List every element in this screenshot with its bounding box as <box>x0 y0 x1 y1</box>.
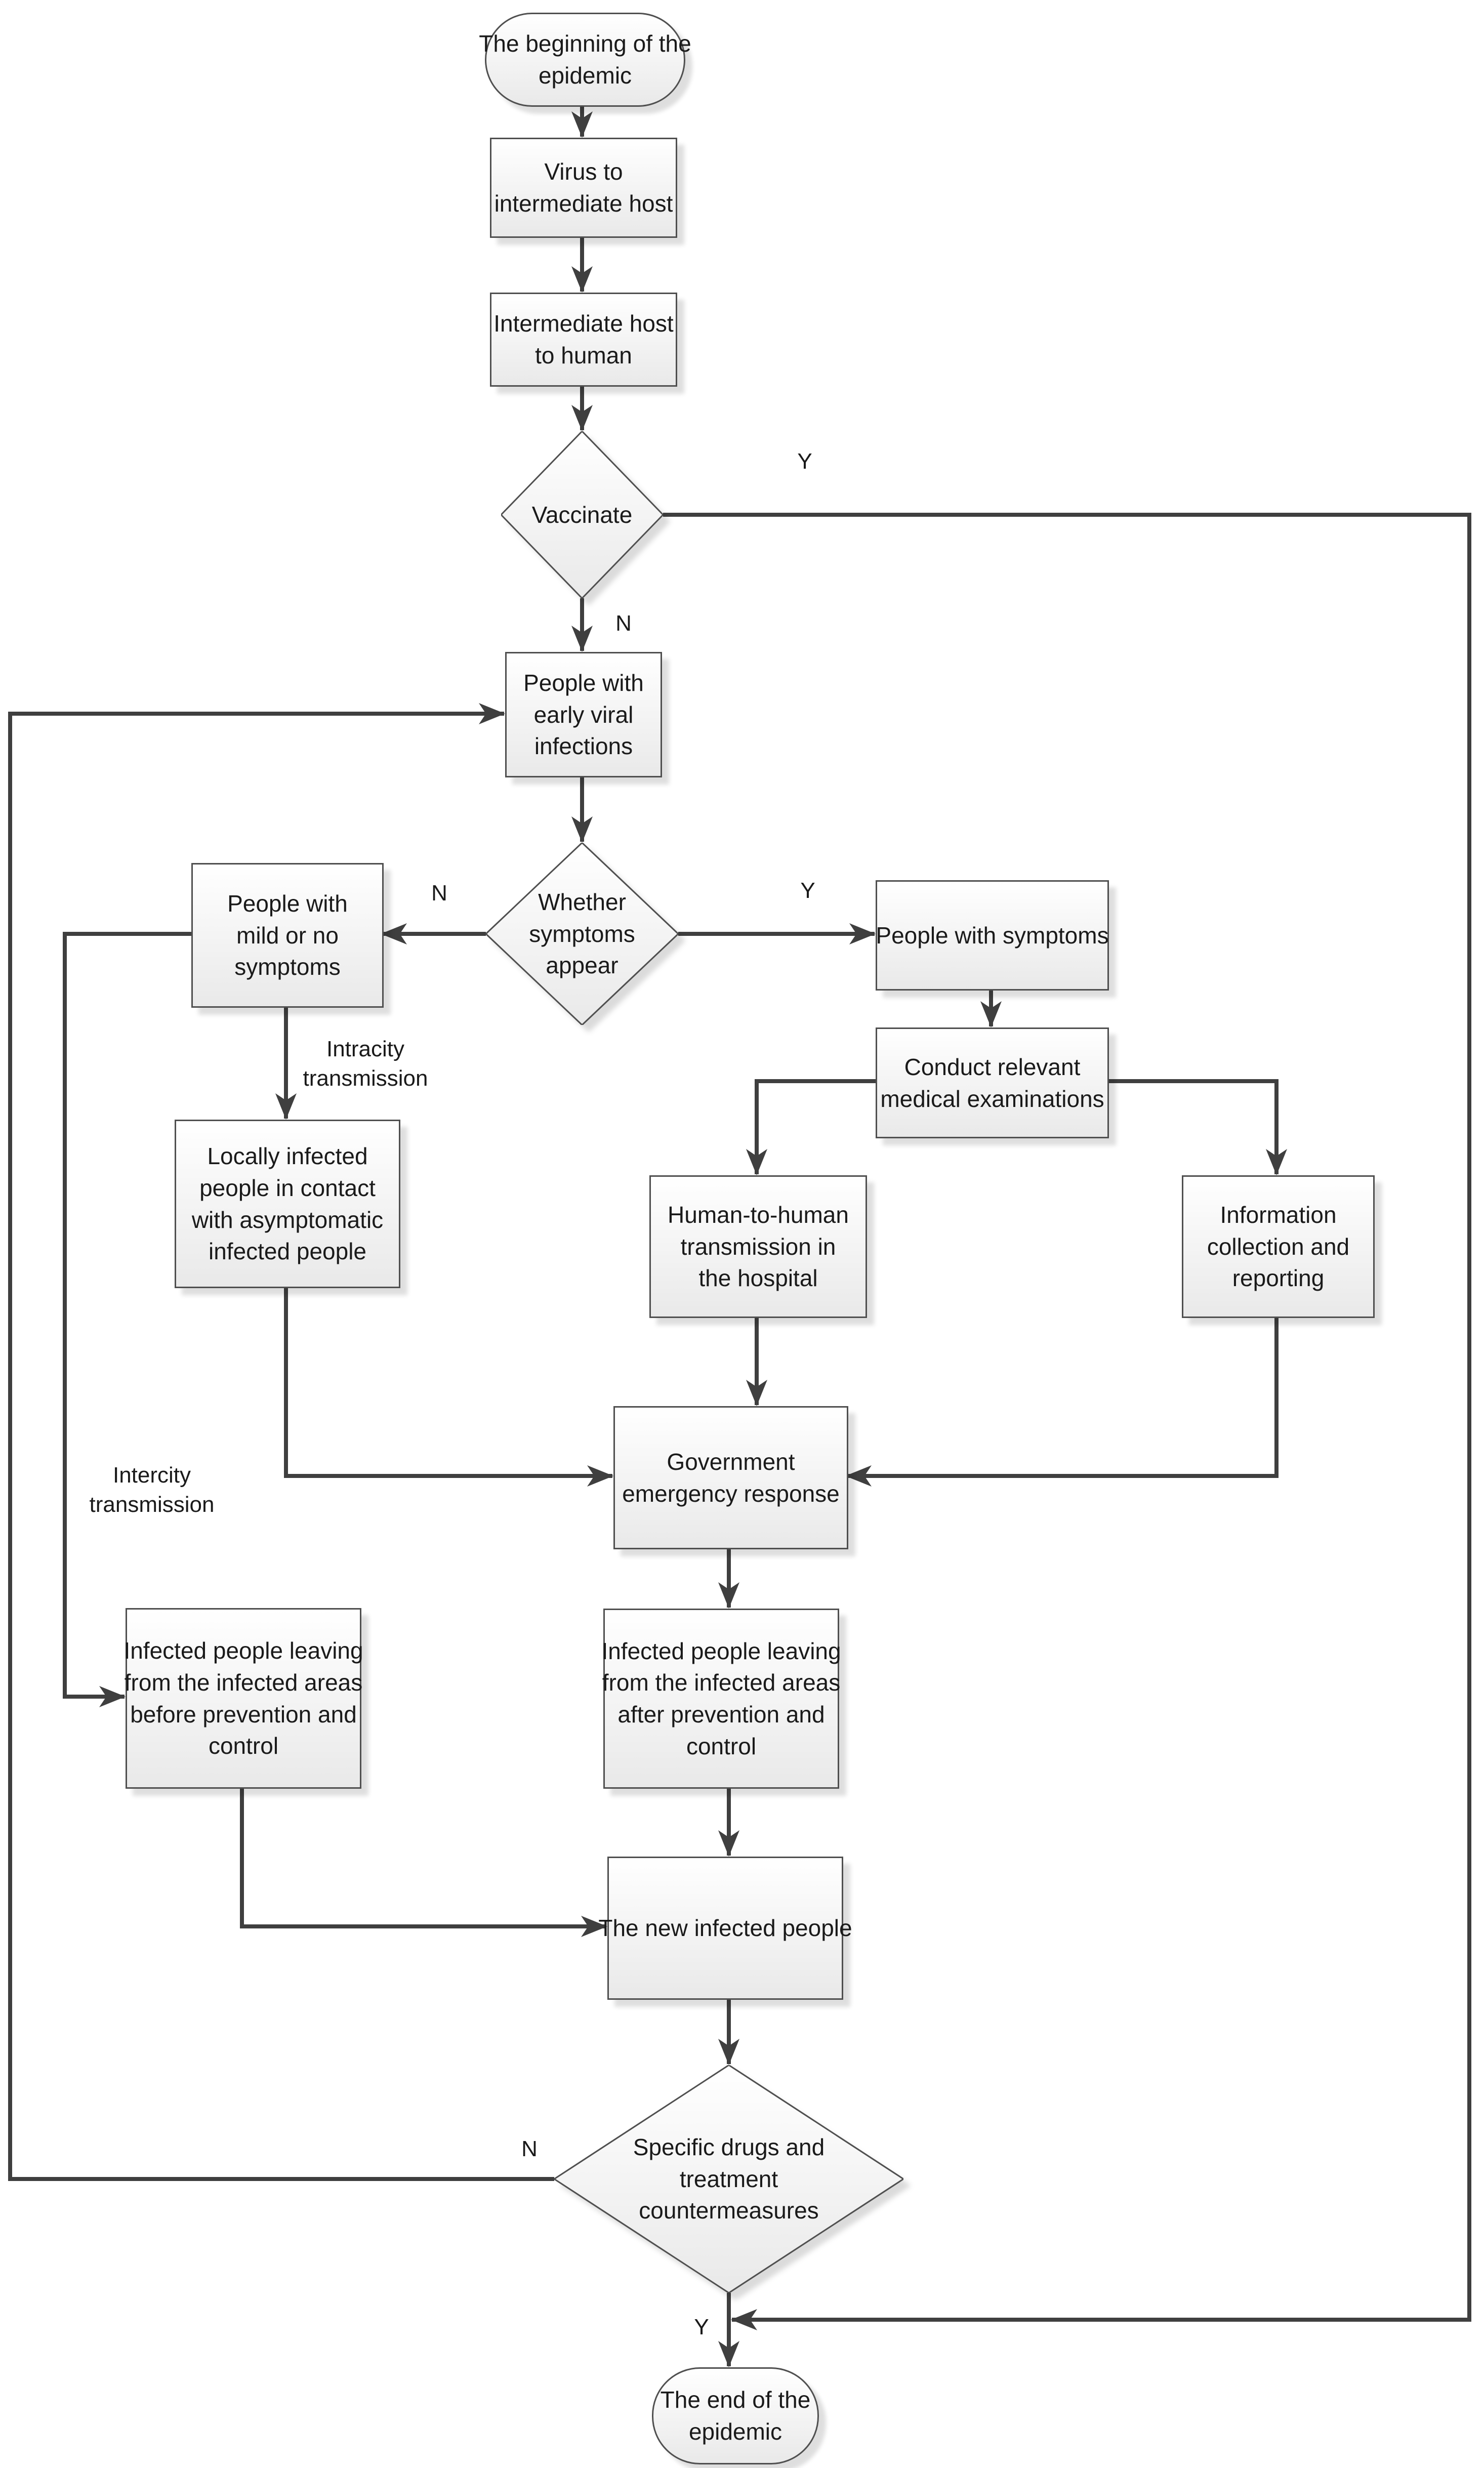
diamond-shape <box>554 2065 903 2293</box>
edge-label-drugs-no: N <box>521 2136 538 2161</box>
node-leaving-before-prevention: Infected people leaving from the infecte… <box>123 1608 363 1789</box>
edge-mild-to-before <box>63 932 191 1707</box>
node-government-emergency-response: Government emergency response <box>613 1406 848 1549</box>
node-locally-infected-people: Locally infected people in contact with … <box>175 1120 400 1288</box>
node-virus-to-intermediate-host: Virus to intermediate host <box>490 138 677 238</box>
node-intermediate-host-to-human: Intermediate host to human <box>490 293 677 387</box>
node-label: Virus to intermediate host <box>494 158 673 217</box>
edge-label-vaccinate-no: N <box>615 610 632 636</box>
node-label: Whether symptoms appear <box>529 889 635 979</box>
node-new-infected-people: The new infected people <box>598 1857 852 2000</box>
diamond-shape <box>486 843 678 1025</box>
edge-locally-to-government <box>284 1285 613 1487</box>
edge-drugs-no <box>8 703 554 2181</box>
node-label: Infected people leaving from the infecte… <box>601 1637 841 1759</box>
node-end-of-epidemic: The end of the epidemic <box>652 2367 819 2464</box>
node-vaccinate-decision: Vaccinate <box>501 431 663 598</box>
node-label: Conduct relevant medical examinations <box>880 1053 1104 1112</box>
node-label: Human-to-human transmission in the hospi… <box>668 1202 849 1292</box>
node-information-collection: Information collection and reporting <box>1182 1175 1375 1318</box>
node-mild-or-no-symptoms: People with mild or no symptoms <box>191 863 384 1008</box>
node-label: Locally infected people in contact with … <box>191 1143 384 1265</box>
node-label: The beginning of the epidemic <box>479 30 691 89</box>
edge-label-intercity-transmission: Intercity transmission <box>89 1462 215 1517</box>
node-specific-drugs-decision: Specific drugs and treatment countermeas… <box>554 2065 903 2293</box>
edge-label-intracity-transmission: Intracity transmission <box>303 1036 428 1091</box>
edge-label-vaccinate-yes: Y <box>797 448 812 474</box>
node-label: The new infected people <box>598 1915 852 1942</box>
node-label: Government emergency response <box>622 1448 840 1507</box>
node-label: Vaccinate <box>531 501 633 528</box>
node-label: People with symptoms <box>876 922 1109 949</box>
node-early-viral-infections: People with early viral infections <box>505 652 662 777</box>
node-label: Specific drugs and treatment countermeas… <box>633 2134 825 2224</box>
node-label: Infected people leaving from the infecte… <box>123 1637 363 1759</box>
node-whether-symptoms-decision: Whether symptoms appear <box>486 843 678 1025</box>
edge-vaccinate-yes <box>663 513 1471 2330</box>
edge-before-to-new <box>240 1786 607 1937</box>
diamond-shape <box>501 431 663 598</box>
edge-label-symptoms-no: N <box>431 880 447 906</box>
node-label: The end of the epidemic <box>660 2387 811 2445</box>
node-label: Intermediate host to human <box>493 310 674 368</box>
edge-info-to-government <box>845 1315 1279 1487</box>
node-hospital-transmission: Human-to-human transmission in the hospi… <box>649 1175 867 1318</box>
edge-exams-to-info <box>1106 1079 1287 1175</box>
node-label: People with mild or no symptoms <box>227 890 348 980</box>
node-people-with-symptoms: People with symptoms <box>876 880 1109 991</box>
node-medical-examinations: Conduct relevant medical examinations <box>876 1027 1109 1138</box>
edge-label-drugs-yes: Y <box>694 2314 709 2339</box>
edge-exams-to-hospital <box>746 1079 876 1175</box>
edge-label-symptoms-yes: Y <box>800 878 815 903</box>
node-label: Information collection and reporting <box>1207 1202 1350 1292</box>
node-beginning-of-epidemic: The beginning of the epidemic <box>479 13 691 107</box>
node-leaving-after-prevention: Infected people leaving from the infecte… <box>601 1609 841 1789</box>
node-label: People with early viral infections <box>523 670 644 760</box>
